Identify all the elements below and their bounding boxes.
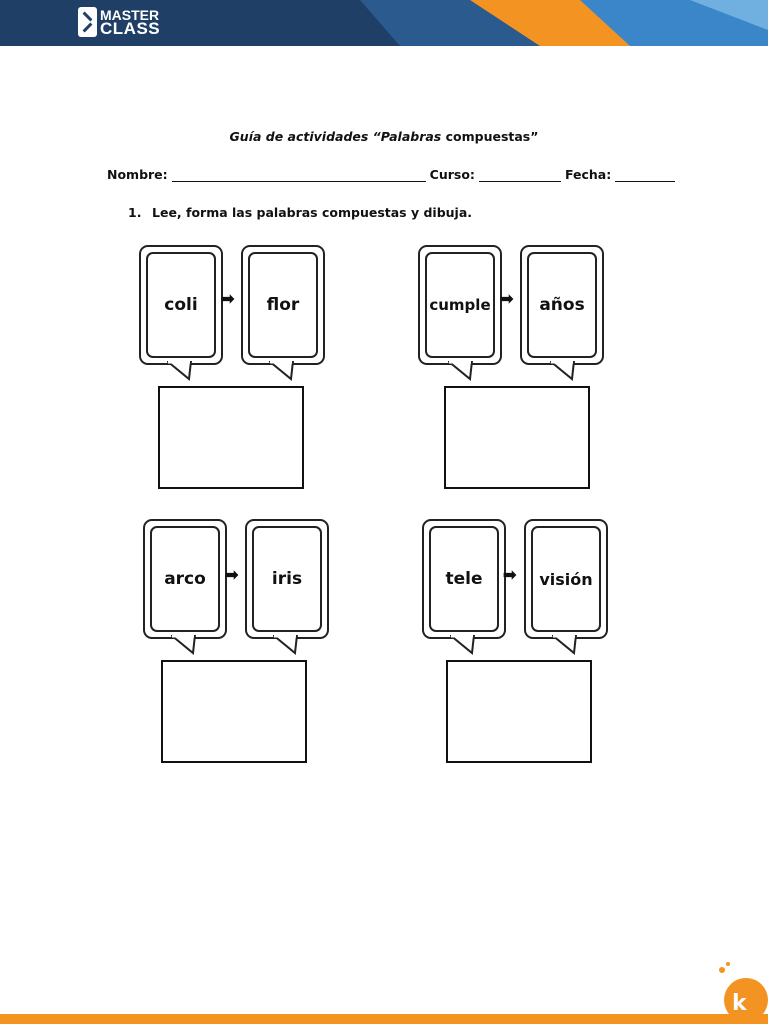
arrow-right-icon: ➡ xyxy=(221,291,235,308)
word-1: cumple xyxy=(429,296,491,314)
student-info-line: Nombre: Curso: Fecha: xyxy=(107,167,679,182)
word-card-left: coli xyxy=(139,245,223,365)
drawing-box[interactable] xyxy=(161,660,307,763)
word-2: flor xyxy=(266,295,300,315)
exercise-3: arco ➡ iris xyxy=(143,519,333,769)
word-2: años xyxy=(539,295,585,315)
word-2: visión xyxy=(539,569,593,589)
title-part-2: Palabras xyxy=(380,129,442,144)
word-1: coli xyxy=(164,295,198,315)
exercise-1: coli ➡ flor xyxy=(139,245,329,495)
arrow-right-icon: ➡ xyxy=(500,291,514,308)
header-decoration xyxy=(0,0,768,46)
arrow-right-icon: ➡ xyxy=(225,567,239,584)
word-card-left: tele xyxy=(422,519,506,639)
drawing-box[interactable] xyxy=(444,386,590,489)
masterclass-logo: MASTER CLASS xyxy=(78,7,160,37)
word-card-right: iris xyxy=(245,519,329,639)
logo-line-1: MASTER xyxy=(100,7,160,23)
instruction-text: Lee, forma las palabras compuestas y dib… xyxy=(152,205,473,220)
logo-line-2: CLASS xyxy=(100,19,161,38)
name-label: Nombre: xyxy=(107,167,168,182)
word-1: arco xyxy=(164,569,206,589)
word-2: iris xyxy=(271,569,303,589)
word-card-right: flor xyxy=(241,245,325,365)
logo-mark-icon xyxy=(78,7,97,37)
speech-tail-icon xyxy=(171,635,197,655)
drawing-box[interactable] xyxy=(158,386,304,489)
speech-tail-icon xyxy=(448,361,474,381)
speech-tail-icon xyxy=(273,635,299,655)
word-1: tele xyxy=(445,569,483,589)
word-card-right: visión xyxy=(524,519,608,639)
footer-bar xyxy=(0,1014,768,1024)
word-card-right: años xyxy=(520,245,604,365)
exercise-4: tele ➡ visión xyxy=(422,519,612,769)
page-title: Guía de actividades “Palabras compuestas… xyxy=(0,129,768,144)
course-field[interactable] xyxy=(478,167,561,182)
speech-tail-icon xyxy=(450,635,476,655)
word-card-left: arco xyxy=(143,519,227,639)
name-field[interactable] xyxy=(171,167,426,182)
speech-tail-icon xyxy=(550,361,576,381)
word-card-left: cumple xyxy=(418,245,502,365)
title-part-3: compuestas” xyxy=(441,129,539,144)
header-banner: MASTER CLASS xyxy=(0,0,768,46)
drawing-box[interactable] xyxy=(446,660,592,763)
footer-logo-icon: k xyxy=(719,962,768,1016)
arrow-right-icon: ➡ xyxy=(503,567,517,584)
instruction-number: 1. xyxy=(128,205,142,220)
speech-tail-icon xyxy=(167,361,193,381)
title-part-1: Guía de actividades “ xyxy=(229,129,381,144)
speech-tail-icon xyxy=(269,361,295,381)
svg-text:k: k xyxy=(732,991,748,1016)
instruction: 1. Lee, forma las palabras compuestas y d… xyxy=(128,205,472,220)
date-label: Fecha: xyxy=(564,167,612,182)
speech-tail-icon xyxy=(552,635,578,655)
course-label: Curso: xyxy=(429,167,475,182)
date-field[interactable] xyxy=(615,167,676,182)
exercise-2: cumple ➡ años xyxy=(418,245,608,495)
